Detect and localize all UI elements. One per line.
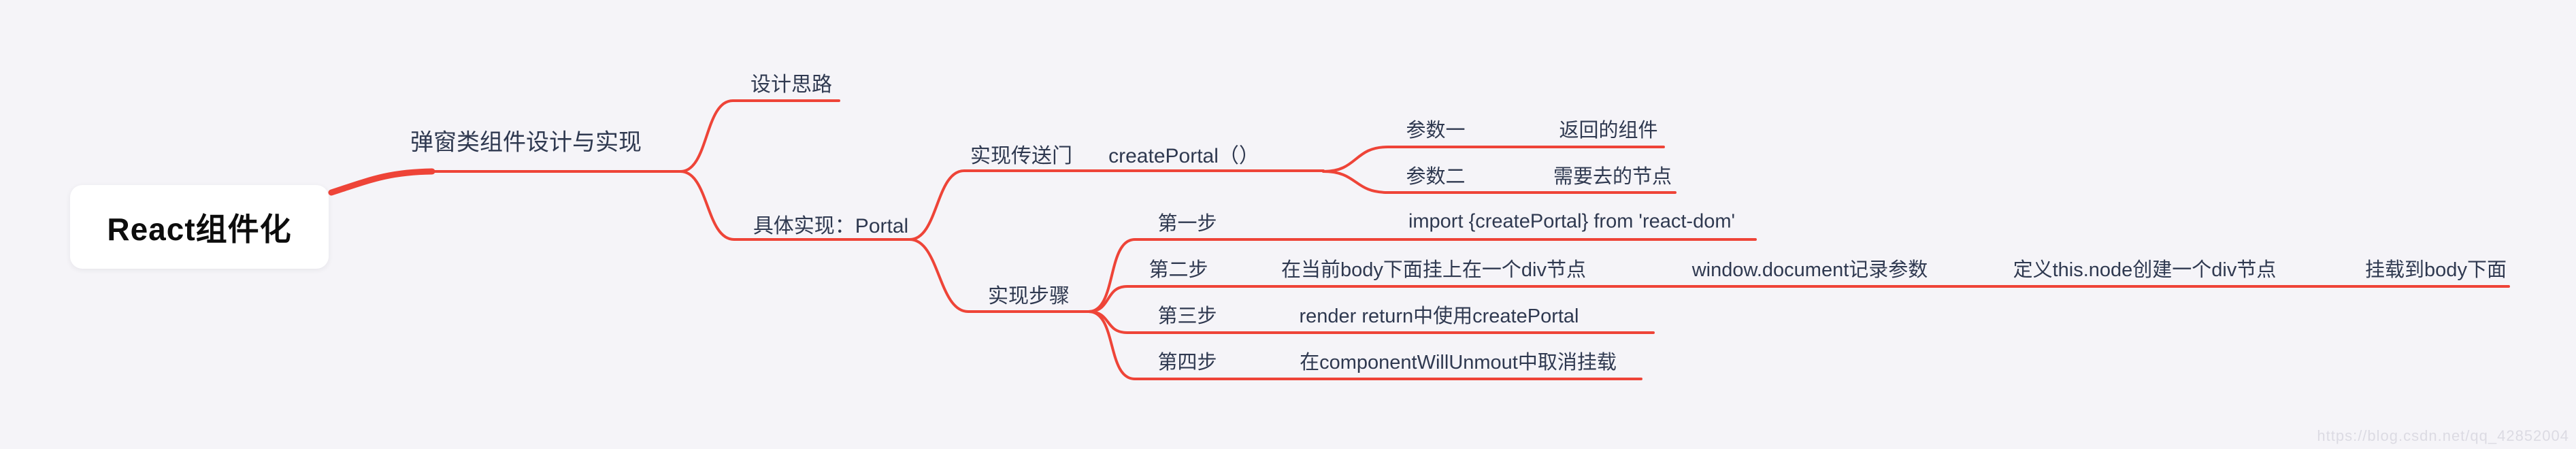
- node-step2-content-mount[interactable]: 在当前body下面挂上在一个div节点: [1281, 259, 1586, 281]
- node-step1[interactable]: 第一步: [1157, 213, 1217, 235]
- node-step2[interactable]: 第二步: [1149, 259, 1208, 281]
- node-param2[interactable]: 参数二: [1406, 166, 1466, 188]
- branch-to-step2: [1087, 285, 2510, 313]
- branch-to-param2: [1322, 170, 1677, 194]
- branch-root-to-popup: [328, 168, 435, 196]
- node-step3-content[interactable]: render return中使用createPortal: [1299, 305, 1579, 327]
- branch-to-design-idea: [679, 99, 840, 173]
- root-node-label: React组件化: [107, 211, 292, 247]
- node-impl-portal[interactable]: 实现传送门: [970, 145, 1072, 167]
- root-node[interactable]: React组件化: [70, 185, 329, 269]
- branch-to-impl-steps: [908, 238, 1090, 313]
- node-param2-value[interactable]: 需要去的节点: [1553, 166, 1672, 188]
- node-step2-content-attach[interactable]: 挂载到body下面: [2365, 259, 2507, 281]
- node-concrete-impl[interactable]: 具体实现：Portal: [753, 215, 909, 237]
- node-design-idea[interactable]: 设计思路: [750, 73, 832, 96]
- node-step4-content[interactable]: 在componentWillUnmout中取消挂载: [1300, 352, 1617, 373]
- branch-to-param1: [1322, 146, 1665, 173]
- node-popup-design[interactable]: 弹窗类组件设计与实现: [410, 129, 642, 156]
- branch-to-step4: [1087, 310, 1642, 380]
- watermark-text: https://blog.csdn.net/qq_42852004: [2317, 427, 2569, 444]
- branch-to-impl-portal: [908, 169, 1325, 241]
- node-step2-content-record[interactable]: window.document记录参数: [1691, 259, 1928, 281]
- branch-to-concrete-impl: [679, 170, 911, 241]
- node-param1[interactable]: 参数一: [1406, 120, 1466, 142]
- node-param1-value[interactable]: 返回的组件: [1559, 120, 1658, 142]
- node-create-portal[interactable]: createPortal（）: [1108, 145, 1259, 167]
- node-step3[interactable]: 第三步: [1157, 305, 1217, 327]
- node-step2-content-define[interactable]: 定义this.node创建一个div节点: [2013, 259, 2277, 281]
- node-step4[interactable]: 第四步: [1157, 352, 1217, 373]
- node-impl-steps[interactable]: 实现步骤: [988, 285, 1070, 307]
- branch-to-step1: [1087, 238, 1757, 313]
- node-step1-content[interactable]: import {createPortal} from 'react-dom': [1408, 210, 1736, 233]
